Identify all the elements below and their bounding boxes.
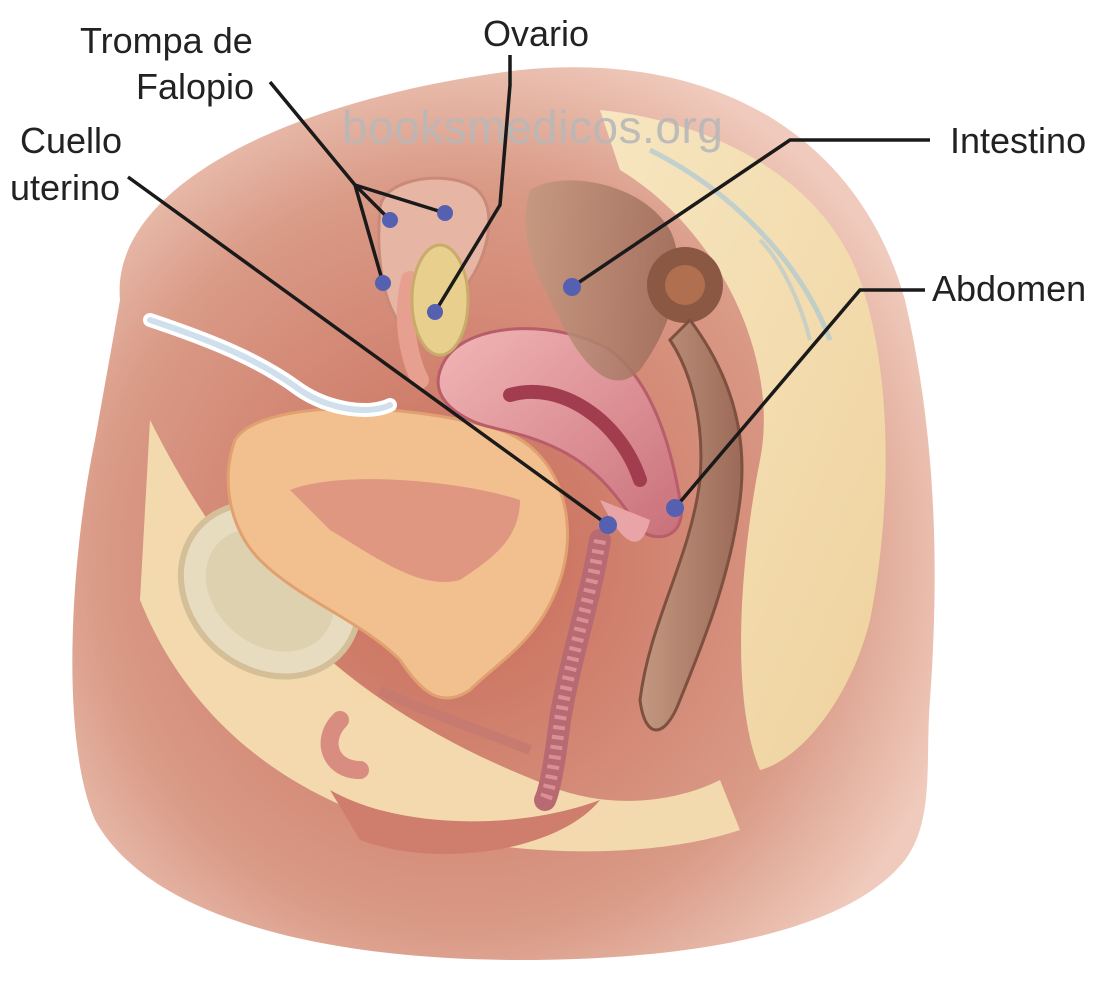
marker-trompa-3: [375, 275, 391, 291]
marker-cuello: [599, 516, 617, 534]
label-cuello-line2: uterino: [10, 167, 120, 209]
ovary: [412, 245, 468, 355]
label-ovario: Ovario: [483, 13, 589, 55]
marker-abdomen: [666, 499, 684, 517]
marker-trompa-2: [437, 205, 453, 221]
label-trompa-line1: Trompa de: [80, 20, 253, 62]
label-trompa-line2: Falopio: [136, 66, 254, 108]
marker-ovario: [427, 304, 443, 320]
marker-trompa-1: [382, 212, 398, 228]
label-intestino: Intestino: [950, 120, 1086, 162]
label-abdomen: Abdomen: [932, 268, 1086, 310]
watermark: booksmedicos.org: [342, 100, 723, 154]
marker-intestino: [563, 278, 581, 296]
label-cuello-line1: Cuello: [20, 120, 122, 162]
